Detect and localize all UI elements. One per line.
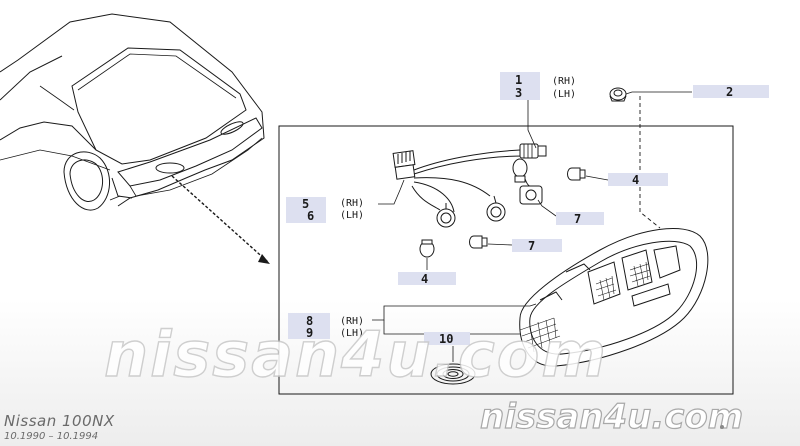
model-title: Nissan 100NX bbox=[4, 412, 115, 430]
callout-8: 8 bbox=[306, 314, 313, 328]
bulb-small-lower-mid bbox=[469, 235, 488, 249]
label-rh-top: (RH) bbox=[552, 76, 576, 87]
leader-lines bbox=[372, 91, 692, 362]
label-rh-mid: (RH) bbox=[340, 198, 364, 209]
grommet-part bbox=[609, 87, 627, 102]
callout-10: 10 bbox=[439, 332, 453, 346]
corner-dot bbox=[720, 425, 724, 429]
callout-3: 3 bbox=[515, 86, 522, 100]
gasket-spiral bbox=[430, 363, 476, 385]
watermark-main: nissan4u.com bbox=[104, 318, 608, 391]
model-dates: 10.1990 – 10.1994 bbox=[4, 431, 99, 442]
callouts: 1 3 (RH) (LH) 2 4 5 6 (RH) (LH) 7 7 4 8 … bbox=[286, 72, 769, 346]
label-lh-top: (LH) bbox=[552, 89, 576, 100]
label-lh-mid: (LH) bbox=[340, 210, 364, 221]
callout-6: 6 bbox=[307, 209, 314, 223]
socket-lower-mid bbox=[486, 195, 506, 222]
callout-7-lower: 7 bbox=[528, 239, 535, 253]
callout-9: 9 bbox=[306, 326, 313, 340]
label-rh-low: (RH) bbox=[340, 316, 364, 327]
bulb-small-right bbox=[567, 167, 586, 181]
watermark-corner: nissan4u.com bbox=[480, 397, 743, 437]
callout-4-upper: 4 bbox=[632, 173, 639, 187]
bulb-small-lower-left bbox=[419, 239, 435, 258]
label-lh-low: (LH) bbox=[340, 328, 364, 339]
callout-7-upper: 7 bbox=[574, 212, 581, 226]
detail-frame bbox=[278, 125, 734, 395]
bulb-large bbox=[512, 158, 528, 183]
callout-4-lower: 4 bbox=[421, 272, 428, 286]
socket-upper bbox=[519, 143, 547, 159]
callout-2: 2 bbox=[726, 85, 733, 99]
wiring-harness bbox=[392, 143, 586, 258]
socket-lower-left bbox=[436, 203, 456, 228]
tail-lamp-assembly bbox=[519, 96, 709, 367]
callout-1: 1 bbox=[515, 73, 522, 87]
car-illustration bbox=[0, 13, 270, 264]
callout-5: 5 bbox=[302, 197, 309, 211]
